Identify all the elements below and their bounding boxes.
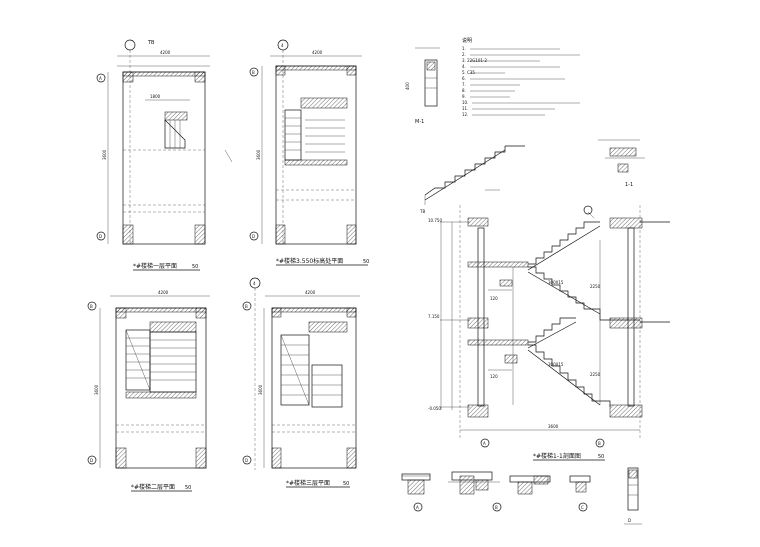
small-section-1-1: 1-1 (598, 139, 645, 188)
plan3-scale: 50 (185, 485, 191, 491)
svg-text:400: 400 (405, 82, 410, 90)
note-1: 1. (462, 46, 466, 51)
main-section: 10.750 7.150 -0.050 120 12 (428, 205, 670, 461)
note-11: 11. (462, 106, 468, 111)
plan4-grid-b: D (245, 458, 248, 463)
svg-text:3600: 3600 (548, 424, 559, 429)
svg-text:120: 120 (490, 296, 498, 301)
detail-b-label: B (495, 505, 498, 510)
svg-text:120: 120 (490, 374, 498, 379)
plan2-grid-b: D (252, 234, 255, 239)
section-grid-right: B (598, 441, 601, 446)
note-7: 7. (462, 82, 466, 87)
detail-c: C (509, 475, 591, 512)
plan-3550-level: 4 4200 3600 B D *#楼梯3.550标高处平面 50 (249, 39, 369, 266)
notes-title: 说明 (462, 37, 472, 44)
section-1-1-label: 1-1 (625, 182, 633, 188)
detail-d-label: D (628, 518, 631, 523)
plan3-grid-b: D (90, 458, 93, 463)
general-notes: 说明 1. 2. 3. 22G101-2 4. 5. C35 6. 7. 8. … (462, 37, 580, 117)
plan3-grid-a: B (90, 304, 93, 309)
detail-a: A (401, 473, 431, 512)
svg-text:TB: TB (419, 209, 425, 214)
svg-text:3600: 3600 (94, 384, 99, 395)
section-scale: 50 (598, 454, 604, 460)
plan4-title: *#楼梯三层平面 (286, 479, 330, 487)
plan2-grid-a: B (252, 70, 255, 75)
column-detail: 400 M-1 (405, 47, 440, 125)
svg-text:3600: 3600 (258, 384, 263, 395)
note-2: 2. (462, 52, 466, 57)
plan1-grid-a: A (99, 76, 102, 81)
detail-b: B (448, 471, 502, 512)
note-8: 8. (462, 88, 466, 93)
plan-third-floor: 4 4200 3600 B D *#楼梯三层平面 50 (242, 277, 360, 488)
note-9: 9. (462, 94, 466, 99)
plan1-grid-b: D (99, 234, 102, 239)
stair-flight-detail: TB (419, 145, 525, 214)
note-12: 12. (462, 112, 468, 117)
note-5: 5. C35 (462, 70, 475, 75)
plan2-title: *#楼梯3.550标高处平面 (276, 257, 343, 265)
plan1-scale: 50 (192, 264, 198, 270)
plan1-width: 4200 (160, 50, 171, 55)
svg-text:300X15: 300X15 (548, 280, 564, 285)
plan-second-floor: 4200 3600 B D *#楼梯二层平面 50 (87, 290, 210, 492)
svg-text:3600: 3600 (102, 149, 107, 160)
svg-text:7.150: 7.150 (428, 314, 440, 319)
note-3: 3. 22G101-2 (462, 58, 487, 63)
plan4-grid-a: B (245, 304, 248, 309)
plan2-grid-top: 4 (281, 43, 284, 48)
svg-text:300X15: 300X15 (548, 362, 564, 367)
plan2-scale: 50 (363, 259, 369, 265)
plan1-title: *#楼梯一层平面 (133, 262, 177, 270)
plan2-width: 4200 (312, 50, 323, 55)
svg-text:10.750: 10.750 (428, 218, 442, 223)
plan3-title: *#楼梯二层平面 (131, 483, 175, 491)
detail-a-label: A (416, 505, 419, 510)
svg-text:3600: 3600 (256, 149, 261, 160)
detail-c-label: C (581, 505, 584, 510)
svg-text:-0.050: -0.050 (428, 406, 441, 411)
svg-text:2250: 2250 (590, 372, 601, 377)
detail-d: D (624, 467, 642, 525)
svg-text:2250: 2250 (590, 284, 601, 289)
plan1-top-tag: TB (147, 40, 155, 46)
plan4-width: 4200 (305, 290, 316, 295)
section-title: *#楼梯1-1剖面图 (533, 452, 581, 460)
note-4: 4. (462, 64, 466, 69)
svg-text:1800: 1800 (150, 94, 161, 99)
m1-label: M-1 (415, 119, 424, 125)
plan4-scale: 50 (343, 481, 349, 487)
note-10: 10. (462, 100, 468, 105)
note-6: 6. (462, 76, 466, 81)
plan3-width: 4200 (158, 290, 169, 295)
section-grid-left: A (483, 441, 486, 446)
plan-first-floor: TB 4200 1800 3600 A D *#楼梯一层平面 50 (96, 39, 233, 271)
plan4-grid-top: 4 (253, 281, 256, 286)
